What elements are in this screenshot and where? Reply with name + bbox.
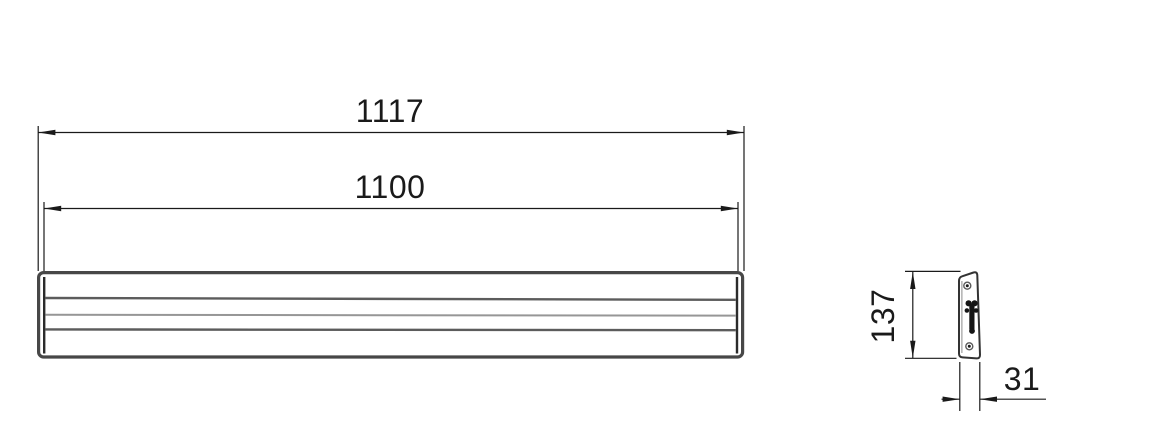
dimension-overall-width [37, 126, 745, 271]
side-view [958, 271, 982, 360]
keyhole-bracket [964, 300, 979, 334]
screw-hole-bottom [965, 342, 974, 351]
arrowhead-left [38, 129, 56, 136]
arrowhead-left [44, 205, 62, 212]
dimension-label-inner-width: 1100 [355, 169, 426, 205]
arrowhead-up [910, 271, 916, 289]
dimension-inner-width [43, 202, 739, 271]
front-view-slat-line-top [45, 296, 736, 301]
arrowhead-pointing-left [979, 396, 997, 402]
bracket-shoulder-right [973, 308, 979, 313]
arrowhead-right [720, 205, 738, 212]
front-view [36, 271, 745, 359]
bracket-shoulder-left [964, 308, 970, 313]
front-view-slat-line-bottom [45, 328, 736, 332]
dimension-label-depth: 31 [1004, 361, 1041, 397]
arrowhead-right [726, 129, 744, 136]
dimension-depth [941, 362, 1046, 411]
arrowhead-pointing-right [942, 396, 960, 402]
screw-hole-bottom-center [967, 344, 971, 348]
front-view-slat-line-middle [45, 313, 736, 317]
screw-hole-top-center [965, 284, 969, 288]
bracket-foot [969, 328, 975, 334]
screw-hole-top [963, 281, 972, 290]
bracket-stem [969, 304, 975, 332]
dimension-height [905, 270, 961, 359]
arrowhead-down [910, 340, 916, 358]
dimension-label-overall-width: 1117 [356, 93, 424, 129]
dimension-label-height: 137 [865, 289, 901, 344]
